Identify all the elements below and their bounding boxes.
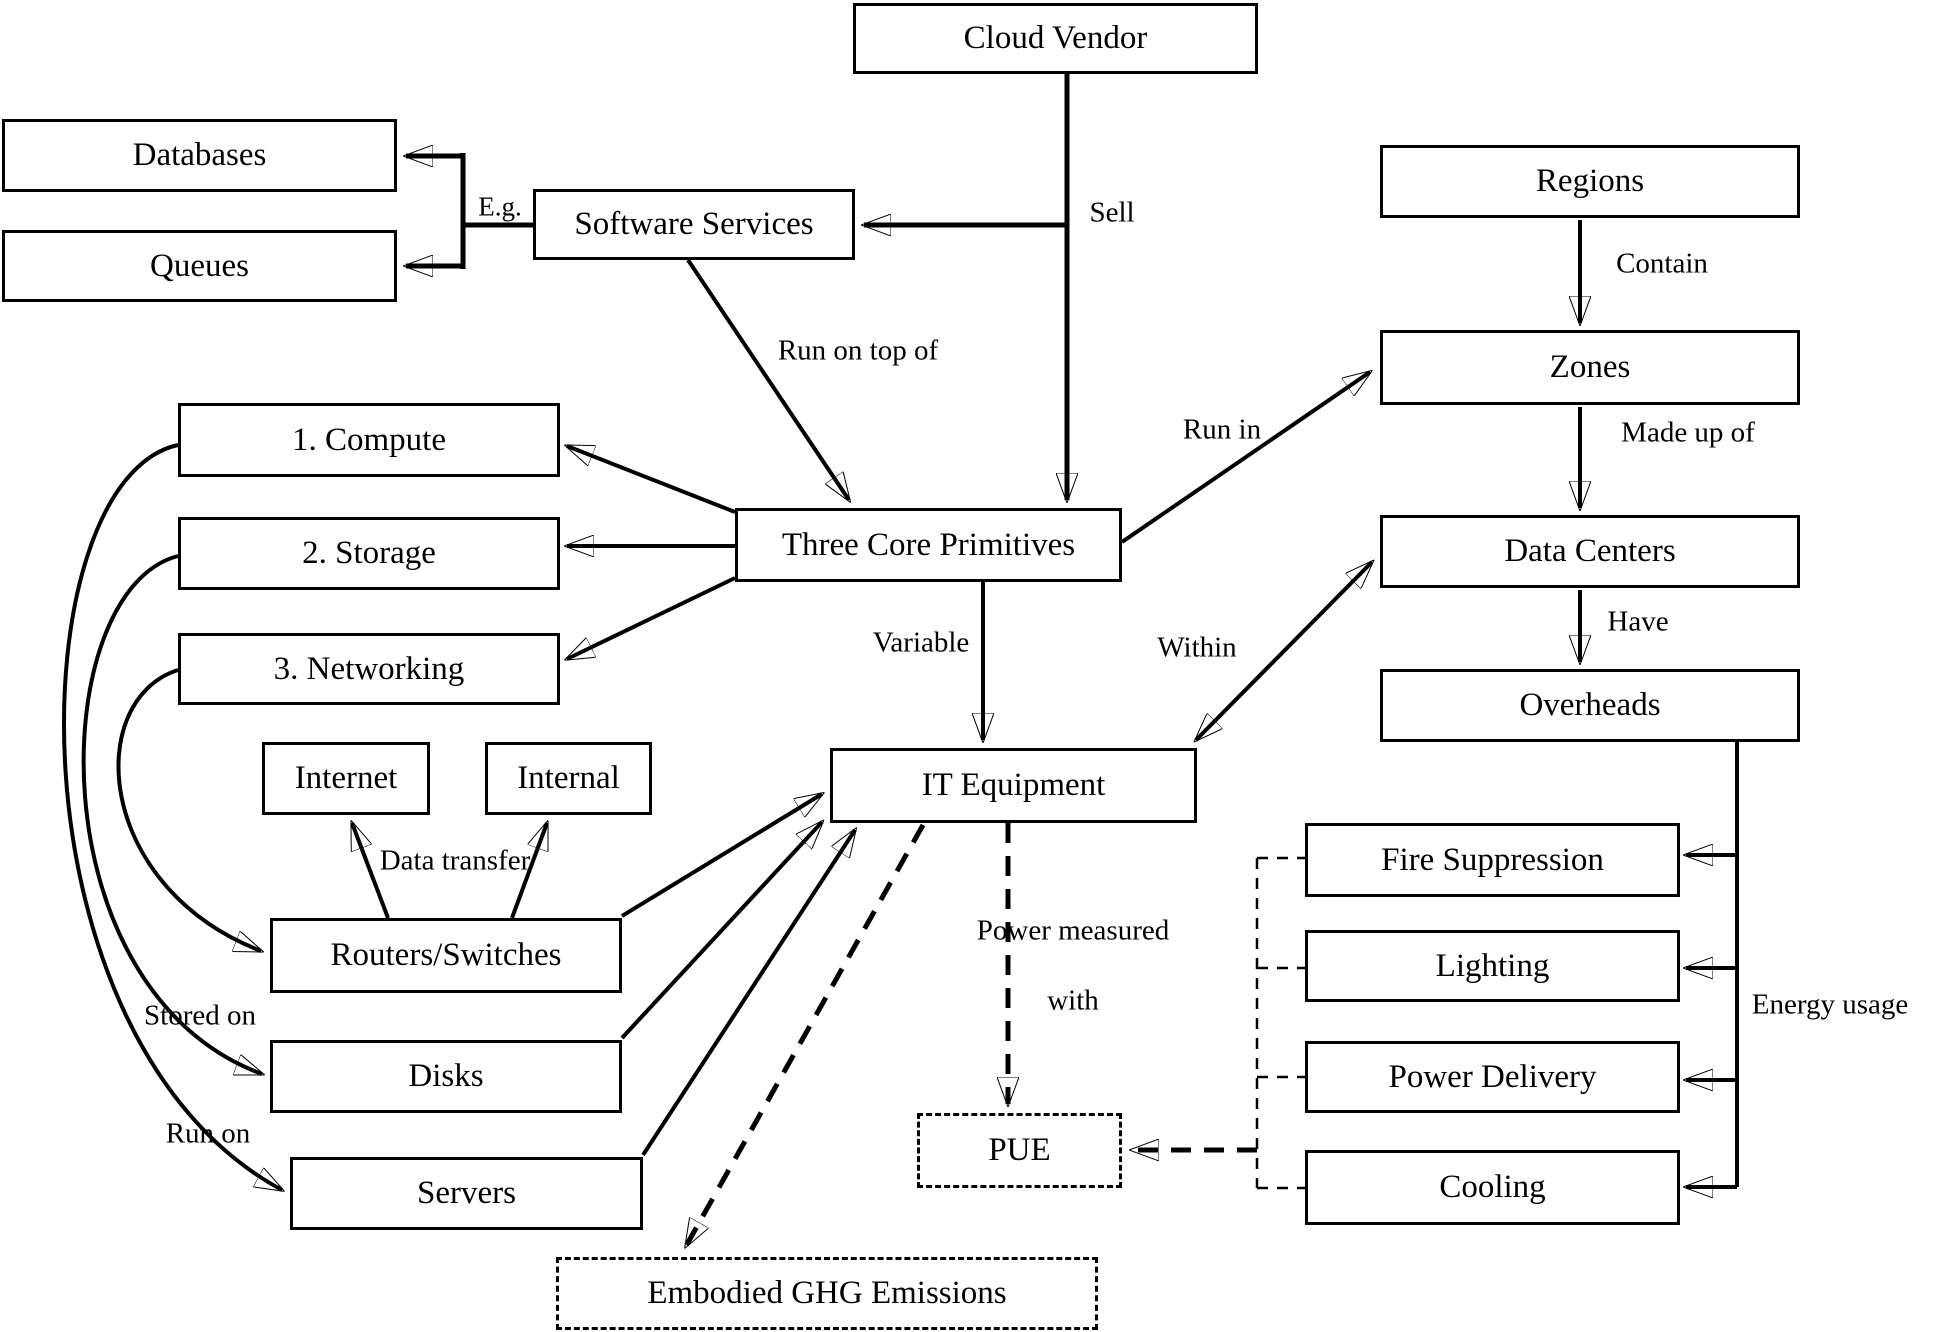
edge-storage-to-disks-curve — [81, 554, 262, 1076]
node-routers-switches: Routers/Switches — [270, 918, 622, 993]
edge-label-with: with — [1047, 984, 1099, 1017]
edge-routers-to-it — [620, 794, 822, 918]
node-internet: Internet — [262, 742, 430, 815]
node-networking: 3. Networking — [178, 633, 560, 705]
node-overheads: Overheads — [1380, 669, 1800, 742]
edge-label-stored-on: Stored on — [144, 999, 256, 1032]
edge-label-variable: Variable — [872, 626, 970, 659]
edge-eg-junction — [460, 153, 533, 269]
edge-disks-to-it — [620, 822, 822, 1040]
node-databases: Databases — [2, 119, 397, 192]
edge-run-in — [1120, 372, 1370, 544]
node-three-core-primitives: Three Core Primitives — [735, 508, 1122, 582]
node-lighting: Lighting — [1305, 930, 1680, 1002]
edge-label-eg: E.g. — [478, 191, 522, 222]
edge-routers-to-internet — [350, 823, 390, 919]
edge-label-sell: Sell — [1089, 196, 1135, 229]
edge-it-to-embodied-ghg — [686, 823, 926, 1246]
node-fire-suppression: Fire Suppression — [1305, 823, 1680, 897]
edge-label-made-up-of: Made up of — [1621, 416, 1755, 449]
edge-compute-to-servers-curve — [62, 443, 282, 1190]
node-servers: Servers — [290, 1157, 643, 1230]
edge-networking-to-routers-curve — [116, 668, 261, 953]
edge-routers-to-internal — [510, 823, 549, 919]
node-embodied-ghg-emissions: Embodied GHG Emissions — [556, 1257, 1098, 1330]
edge-label-run-on: Run on — [165, 1117, 251, 1150]
edge-label-energy-usage: Energy usage — [1751, 988, 1909, 1021]
node-software-services: Software Services — [533, 189, 855, 260]
node-cloud-vendor: Cloud Vendor — [853, 3, 1258, 74]
edge-servers-to-it — [641, 830, 855, 1157]
node-queues: Queues — [2, 230, 397, 302]
node-zones: Zones — [1380, 330, 1800, 405]
node-power-delivery: Power Delivery — [1305, 1041, 1680, 1113]
edge-label-run-in: Run in — [1182, 413, 1262, 446]
edge-label-contain: Contain — [1616, 247, 1708, 280]
node-compute: 1. Compute — [178, 403, 560, 477]
edge-label-power-measured: Power measured — [976, 914, 1170, 947]
node-regions: Regions — [1380, 145, 1800, 218]
edge-tcp-to-networking — [567, 576, 736, 659]
node-internal: Internal — [485, 742, 652, 815]
node-disks: Disks — [270, 1040, 622, 1113]
node-pue: PUE — [917, 1113, 1122, 1188]
node-data-centers: Data Centers — [1380, 515, 1800, 588]
edge-overhead-ladder — [1255, 856, 1305, 1190]
node-cooling: Cooling — [1305, 1150, 1680, 1225]
edge-within — [1196, 562, 1372, 740]
edge-label-have: Have — [1607, 605, 1669, 638]
edge-run-on-top-of — [686, 258, 849, 500]
node-it-equipment: IT Equipment — [830, 748, 1197, 823]
edge-label-within: Within — [1157, 631, 1237, 664]
node-storage: 2. Storage — [178, 517, 560, 590]
edge-label-data-transfer: Data transfer — [379, 844, 531, 877]
edge-label-run-on-top-of: Run on top of — [777, 334, 939, 367]
edge-tcp-to-compute — [567, 444, 736, 514]
